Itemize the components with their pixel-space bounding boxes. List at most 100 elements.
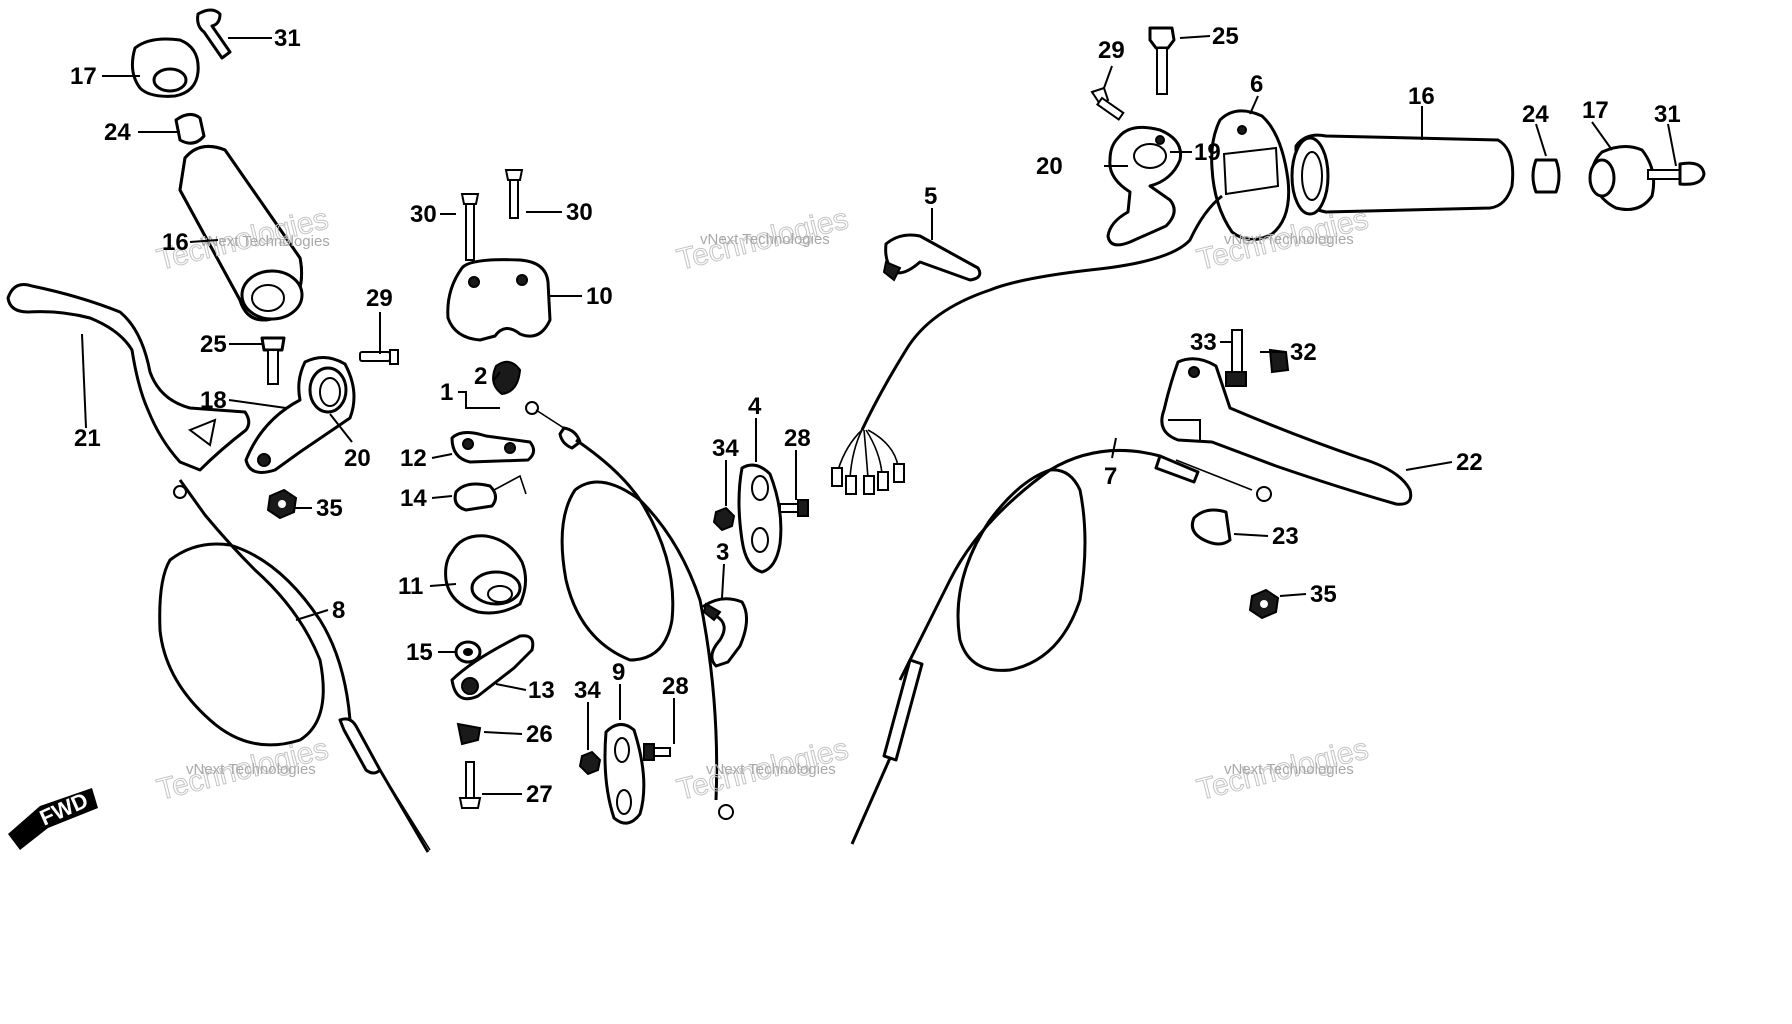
screw-29-right xyxy=(1090,86,1125,121)
callout-34-lower: 34 xyxy=(574,677,601,704)
grip-collar-right xyxy=(1531,158,1561,194)
watermark-text: vNext Technologies xyxy=(700,231,830,248)
callout-12: 12 xyxy=(400,445,427,472)
bolt-25-left xyxy=(260,336,286,385)
callout-labels: 31 17 24 16 21 25 18 29 20 35 8 30 30 10… xyxy=(70,23,1681,808)
callout-14: 14 xyxy=(400,485,427,512)
nut-32 xyxy=(1268,348,1290,374)
callout-23: 23 xyxy=(1272,523,1299,550)
switch-wiring-5 xyxy=(831,194,1223,495)
nut-26 xyxy=(456,722,482,746)
switch-assembly-6 xyxy=(1210,109,1291,241)
callout-1: 1 xyxy=(440,379,453,406)
watermark-text: vNext Technologies xyxy=(706,761,836,778)
callout-5: 5 xyxy=(924,183,937,210)
callout-20-right: 20 xyxy=(1036,153,1063,180)
callout-35-left: 35 xyxy=(316,495,343,522)
callout-17-left: 17 xyxy=(70,63,97,90)
grip-end-left xyxy=(130,37,200,98)
callout-32: 32 xyxy=(1290,339,1317,366)
callout-9: 9 xyxy=(612,659,625,686)
lever-bracket-left xyxy=(244,356,356,474)
callout-7: 7 xyxy=(1104,463,1117,490)
bolt-28-upper xyxy=(779,499,809,517)
screw-31-left xyxy=(196,8,232,60)
callout-33: 33 xyxy=(1190,329,1217,356)
callout-21: 21 xyxy=(74,425,101,452)
switch-housing-upper xyxy=(446,258,552,342)
callout-16-right: 16 xyxy=(1408,83,1435,110)
screw-31-right xyxy=(1647,161,1706,186)
callout-3: 3 xyxy=(716,539,729,566)
callout-8: 8 xyxy=(332,597,345,624)
watermark-text: vNext Technologies xyxy=(1224,231,1354,248)
nut-35-left xyxy=(266,488,298,520)
callout-16-left: 16 xyxy=(162,229,189,256)
throttle-cable-center xyxy=(525,401,734,820)
callout-22: 22 xyxy=(1456,449,1483,476)
bolt-33 xyxy=(1225,329,1247,387)
watermark-text: vNext Technologies xyxy=(200,233,330,250)
clutch-lever-left xyxy=(6,283,251,472)
nut-34-lower xyxy=(578,750,602,776)
callout-28-lower: 28 xyxy=(662,673,689,700)
callout-25-left: 25 xyxy=(200,331,227,358)
switch-knob-2 xyxy=(492,360,522,396)
fwd-label: FWD xyxy=(36,787,92,830)
lever-bracket-right xyxy=(1106,125,1183,247)
screw-29-left xyxy=(359,349,399,365)
watermark-text: vNext Technologies xyxy=(1224,761,1354,778)
nut-35-right xyxy=(1248,588,1280,620)
callout-31-left: 31 xyxy=(274,25,301,52)
cable-guide-3 xyxy=(702,597,748,668)
callout-35-right: 35 xyxy=(1310,581,1337,608)
callout-13: 13 xyxy=(528,677,555,704)
switch-housing-lower xyxy=(444,534,527,615)
callout-19: 19 xyxy=(1194,139,1221,166)
brake-cable-right xyxy=(850,448,1272,845)
bolt-28-lower xyxy=(643,743,671,761)
fwd-arrow-icon: FWD xyxy=(8,787,98,850)
screw-30-a xyxy=(460,193,480,261)
callout-18: 18 xyxy=(200,387,227,414)
cable-clip-5 xyxy=(882,233,982,282)
callout-29-right: 29 xyxy=(1098,37,1125,64)
callout-30-a: 30 xyxy=(410,201,437,228)
grip-collar-left xyxy=(174,113,206,145)
callout-24-right: 24 xyxy=(1522,101,1549,128)
clip-23 xyxy=(1190,508,1232,546)
callout-29-left: 29 xyxy=(366,285,393,312)
callout-4: 4 xyxy=(748,393,762,420)
screw-30-b xyxy=(504,169,524,219)
callout-25-right: 25 xyxy=(1212,23,1239,50)
nut-34-upper xyxy=(712,506,736,532)
grip-end-right xyxy=(1588,145,1656,211)
callout-6: 6 xyxy=(1250,71,1263,98)
spring-14 xyxy=(453,474,527,512)
callout-15: 15 xyxy=(406,639,433,666)
switch-plate-12 xyxy=(450,431,535,464)
callout-10: 10 xyxy=(586,283,613,310)
cable-band-9 xyxy=(603,723,646,825)
bolt-25-right xyxy=(1148,26,1176,95)
leader-lines xyxy=(81,35,1677,795)
callout-28-upper: 28 xyxy=(784,425,811,452)
watermark-text: vNext Technologies xyxy=(186,761,316,778)
clutch-cable-left xyxy=(158,479,431,853)
callout-30-b: 30 xyxy=(566,199,593,226)
cable-clamp-4 xyxy=(737,463,783,574)
screw-27 xyxy=(458,761,482,809)
callout-17-right: 17 xyxy=(1582,97,1609,124)
callout-27: 27 xyxy=(526,781,553,808)
throttle-grip-left xyxy=(178,144,304,322)
brake-lever-right xyxy=(1160,357,1413,506)
throttle-grip-right xyxy=(1290,133,1515,216)
callout-31-right: 31 xyxy=(1654,101,1681,128)
callout-20-left: 20 xyxy=(344,445,371,472)
callout-24-left: 24 xyxy=(104,119,131,146)
callout-26: 26 xyxy=(526,721,553,748)
callout-11: 11 xyxy=(398,573,423,600)
callout-2: 2 xyxy=(474,363,487,390)
throttle-arm-13 xyxy=(450,634,535,701)
